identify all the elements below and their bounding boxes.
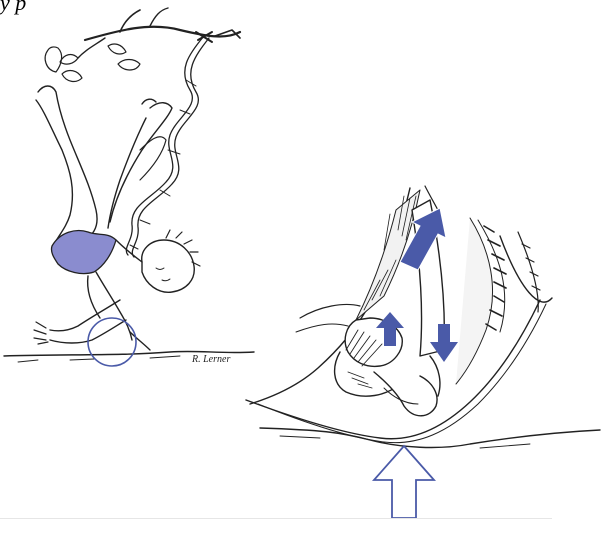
arrow-down-icon: [430, 324, 458, 362]
elbow-anatomy-illustration: [245, 185, 601, 449]
legs: [35, 85, 173, 249]
limb-outline-lower: [499, 235, 553, 303]
footer-divider: [0, 518, 552, 519]
triceps-muscle: [455, 217, 541, 385]
artist-signature: R. Lerner: [191, 354, 230, 365]
tree-branch: [77, 7, 242, 59]
fall-illustration: [3, 7, 255, 367]
limb-outline-upper: [249, 187, 411, 405]
surface-line: [259, 427, 601, 449]
rope: [125, 31, 213, 258]
arrow-up-outline-icon: [372, 444, 436, 519]
leaves: [44, 43, 141, 83]
arms: [33, 136, 167, 351]
shorts: [50, 229, 117, 275]
arrow-up-right-icon: [399, 207, 447, 271]
impact-circle: [87, 317, 137, 367]
skin-contour-inner: [257, 303, 547, 444]
caption-fragment: y p: [0, 0, 27, 15]
ground-line: [3, 350, 255, 357]
forearm-soft-tissue: [299, 303, 361, 319]
tendon-fan: [345, 329, 383, 389]
arrow-up-icon: [376, 312, 404, 346]
head: [141, 229, 201, 293]
skin-contour: [245, 299, 541, 440]
